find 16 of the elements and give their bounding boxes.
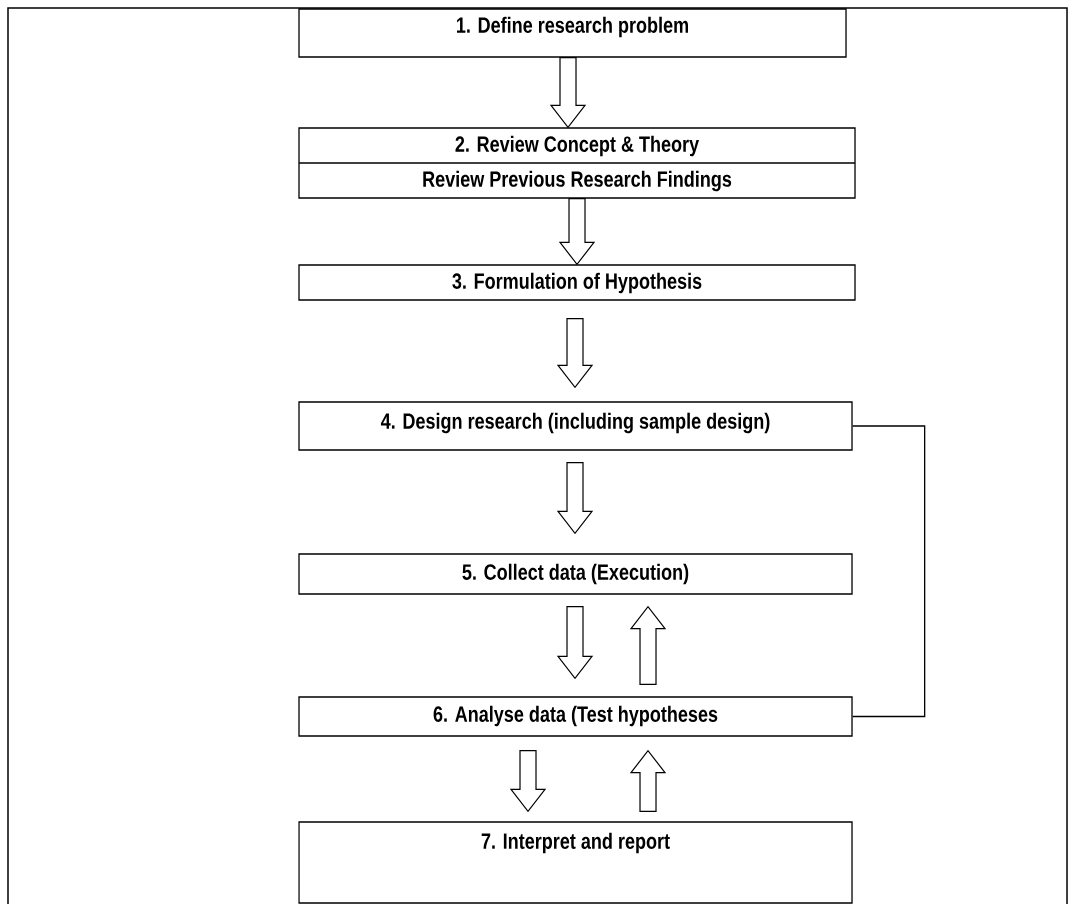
- process-box: 2. Review Concept & Theory Review Previous Research Findings: [298, 127, 856, 199]
- block-arrow: [556, 318, 594, 389]
- block-arrow: [556, 462, 594, 535]
- process-box: 7. Interpret and report: [298, 821, 853, 904]
- block-arrow: [629, 749, 667, 812]
- process-box: 1. Define research problem: [298, 8, 847, 58]
- block-arrow: [629, 605, 667, 685]
- block-arrow: [549, 57, 587, 129]
- block-arrow: [509, 750, 547, 813]
- bracket-line: [852, 425, 926, 718]
- process-box: 3. Formulation of Hypothesis: [298, 264, 856, 301]
- process-box: 6. Analyse data (Test hypotheses: [298, 696, 853, 737]
- block-arrow: [556, 606, 594, 680]
- process-box: 5. Collect data (Execution): [298, 553, 853, 595]
- block-arrow: [558, 198, 596, 266]
- process-box: 4. Design research (including sample design): [298, 401, 853, 451]
